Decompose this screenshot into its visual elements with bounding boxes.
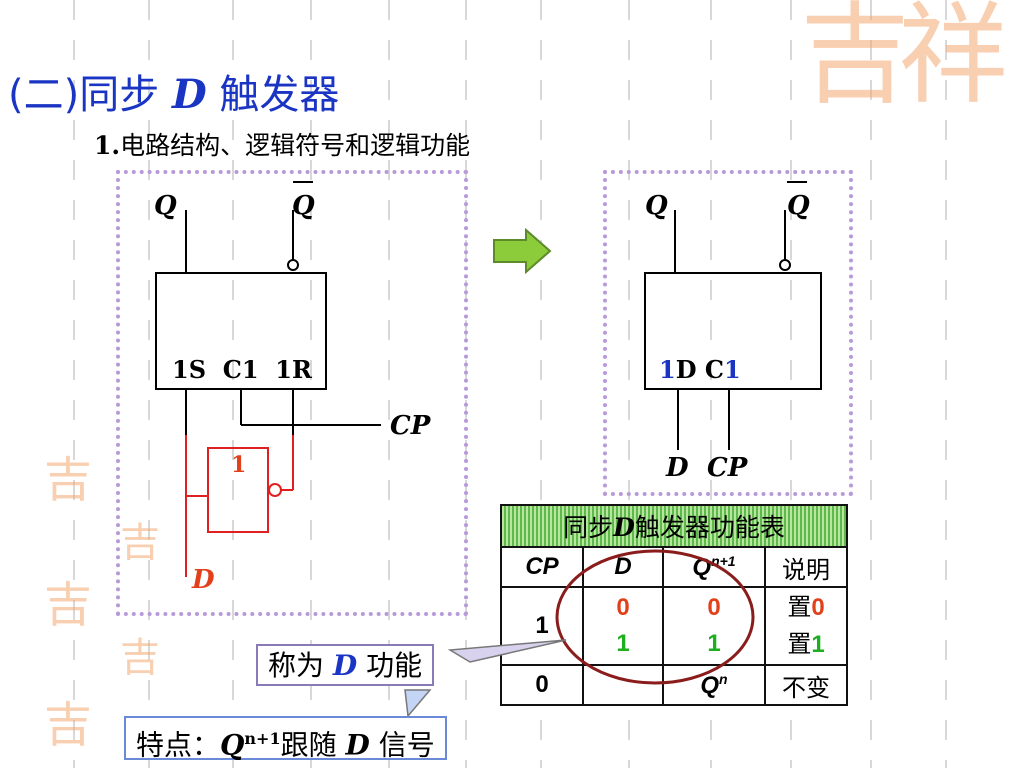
cell-q-n: Qn <box>662 664 766 706</box>
q-label: Q <box>154 191 177 221</box>
header-q: Qn+1 <box>662 546 766 588</box>
cell-d-empty <box>582 664 664 706</box>
gate-label: 1 <box>231 452 246 478</box>
table-caption: 同步D触发器功能表 <box>500 504 848 548</box>
header-d: D <box>582 546 664 588</box>
decorative-calligraphy: 吉祥 <box>800 0 1008 119</box>
cp-input-label: CP <box>707 453 749 483</box>
right-arrow-icon <box>493 228 552 274</box>
decorative-seal-2: 吉 <box>44 577 93 633</box>
decorative-seal-5: 吉 <box>120 635 160 681</box>
decorative-seal-3: 吉 <box>44 697 93 753</box>
cp-label: CP <box>390 411 432 441</box>
left-circuit-diagram: Q Q 1S C1 1R CP 1 D <box>154 181 432 595</box>
left-circuit-frame <box>116 170 468 616</box>
cell-desc-values: 置0 置1 <box>764 586 848 666</box>
right-symbol-frame <box>603 170 853 496</box>
qbar-label: Q <box>787 191 810 221</box>
callout-d-function: 称为 D 功能 <box>256 644 435 686</box>
cell-cp-0: 0 <box>500 664 584 706</box>
cell-desc-unchanged: 不变 <box>764 664 848 706</box>
decorative-seal-4: 吉 <box>120 520 160 566</box>
qbar-label: Q <box>292 191 315 221</box>
right-logic-symbol: Q Q 1D C1 D CP <box>644 181 822 483</box>
section-subtitle: 1.电路结构、逻辑符号和逻辑功能 <box>94 131 471 160</box>
header-desc: 说明 <box>764 546 848 588</box>
page-title: (二)同步 D 触发器 <box>8 71 340 118</box>
cell-cp-1: 1 <box>500 586 584 666</box>
d-input-label: D <box>665 453 689 483</box>
symbol-pin-labels: 1D C1 <box>659 355 741 384</box>
header-cp: CP <box>500 546 584 588</box>
pin-labels: 1S C1 1R <box>172 355 313 384</box>
q-label: Q <box>645 191 668 221</box>
callout-feature: 特点：Qn+1跟随 D 信号 <box>124 716 447 761</box>
decorative-seal-1: 吉 <box>44 452 93 508</box>
d-input-label: D <box>191 565 215 595</box>
